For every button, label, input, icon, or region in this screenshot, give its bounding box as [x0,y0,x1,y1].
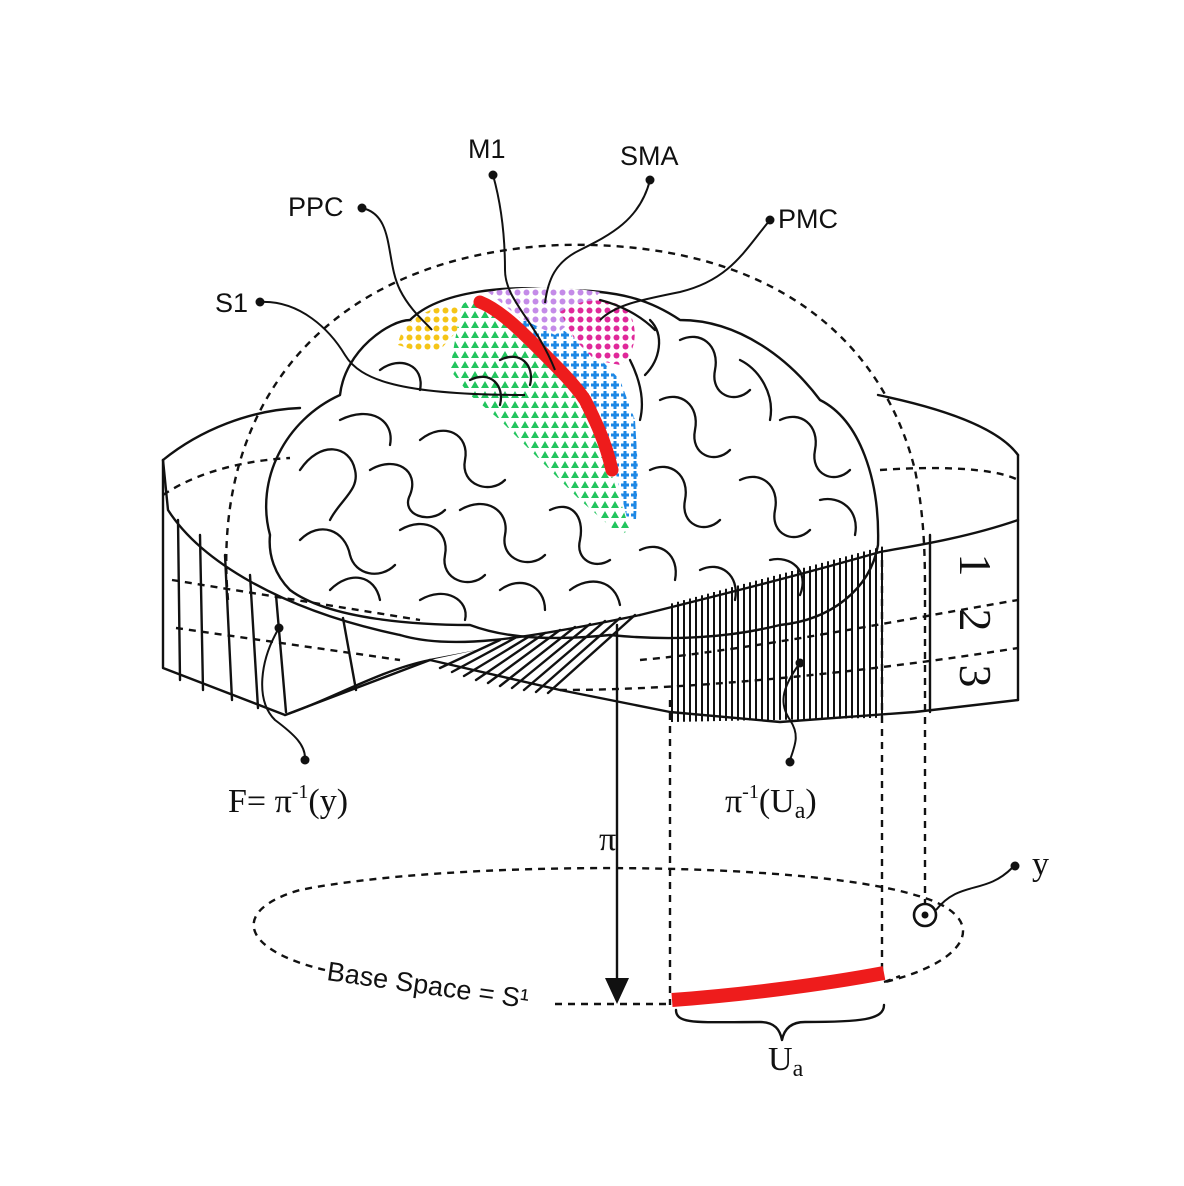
base-space: Base Space = S¹ Ua y [252,846,1049,1082]
base-space-label: Base Space = S¹ [325,956,531,1014]
region-sma [488,287,600,335]
band-level-3: 3 [950,665,1001,688]
band-level-1: 1 [950,554,1001,577]
open-set-ua [671,966,886,1007]
label-sma: SMA [620,141,679,171]
brain-outline [265,287,880,640]
projection-arrow: π [599,623,629,1004]
fiber-label: F= π-1(y) [228,781,348,820]
brain-gyri [298,298,857,622]
region-pmc [560,300,635,365]
label-ppc: PPC [288,192,344,222]
fiber-hatching-twist [438,613,637,695]
point-y-label: y [1032,846,1049,883]
fiber-hatching-preimage [671,546,883,722]
projection-label: π [599,821,616,858]
open-set-label: Ua [768,1041,804,1082]
open-set-brace [674,1003,886,1042]
label-m1: M1 [468,134,506,164]
preimage-label: π-1(Ua) [725,781,817,824]
fiber-hatching-left [176,518,358,714]
region-s1 [450,297,630,535]
label-s1: S1 [215,288,248,318]
label-pmc: PMC [778,204,838,234]
region-blue [515,300,638,522]
band-level-2: 2 [950,609,1001,632]
brain [265,287,880,640]
region-leaders [255,170,805,767]
region-m1 [473,295,619,477]
